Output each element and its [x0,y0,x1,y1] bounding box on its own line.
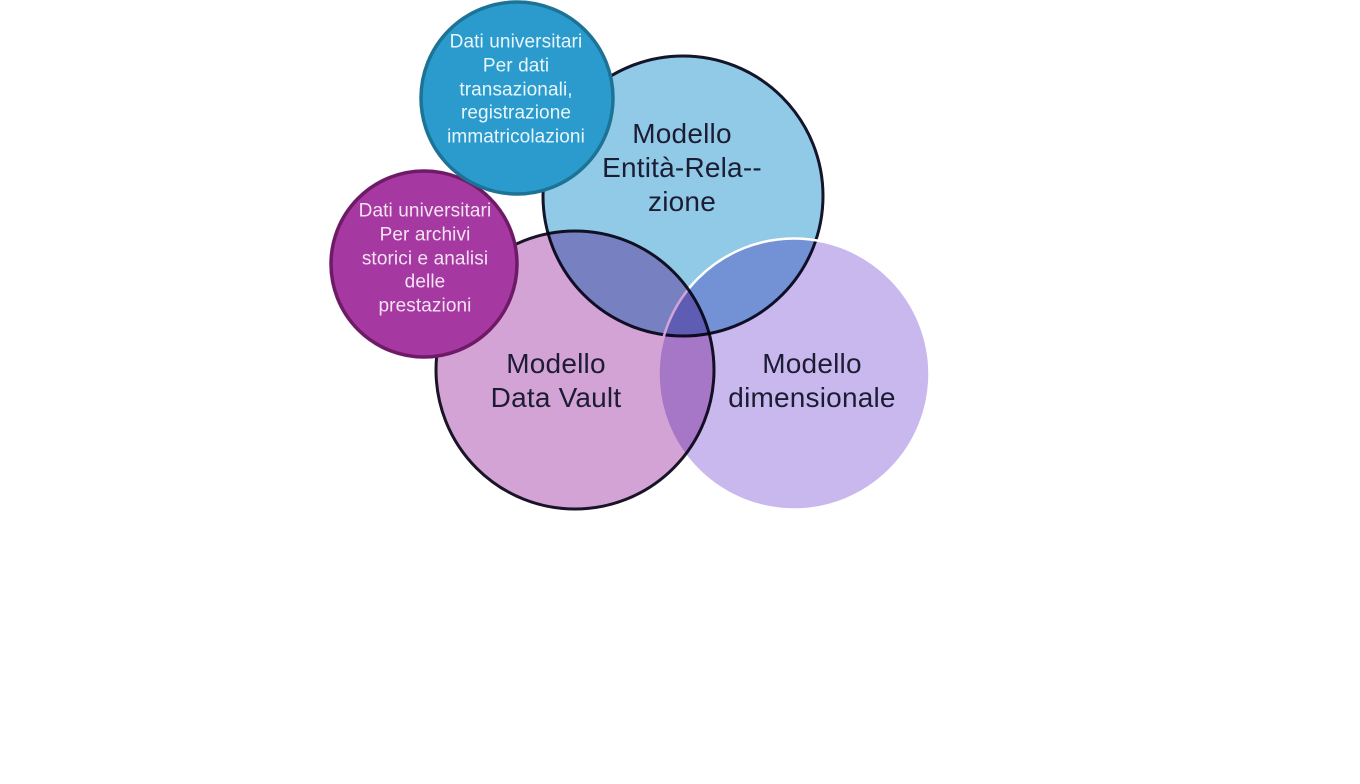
transactional-source-circle [419,0,615,196]
dimensional-model-circle [659,239,929,509]
historical-source-circle [329,169,519,359]
